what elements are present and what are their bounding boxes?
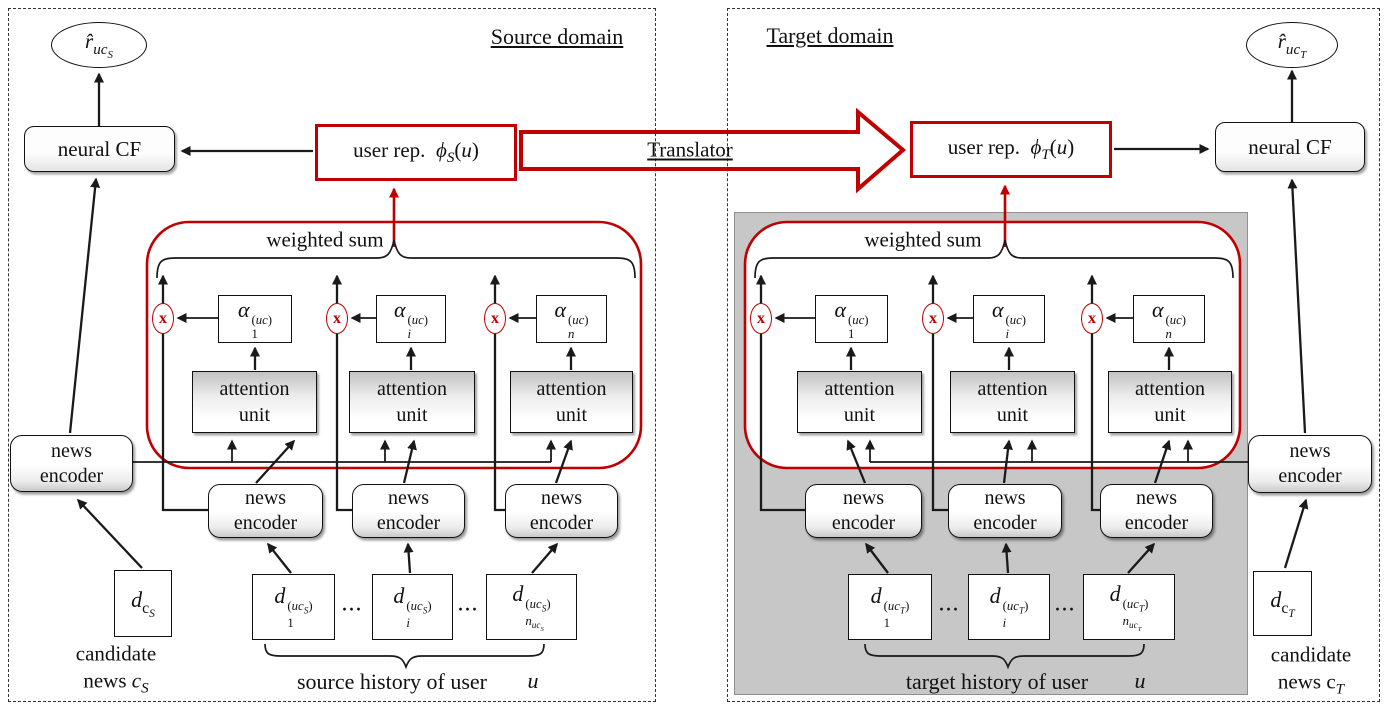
target-history-label: target history of user [905, 669, 1089, 694]
source-weighted-sum-label: weighted sum [266, 227, 384, 252]
target-multiply-icon-3: x [1081, 303, 1103, 334]
source-history-item-1: d(ucS)1 [252, 574, 335, 640]
target-alpha-box-1: α(uc)1 [815, 295, 888, 343]
source-history-user: u [527, 668, 539, 693]
target-neural-cf-box: neural CF [1215, 122, 1365, 172]
source-history-item-n: d(ucS)nucS [486, 574, 577, 640]
target-weighted-sum-label: weighted sum [864, 227, 982, 252]
source-user-rep-label: user rep. ϕS(u) [353, 137, 479, 167]
source-panel-frame [8, 8, 656, 702]
target-weighted-sum-brace [754, 239, 1234, 279]
target-output-ellipse: r̂ucT [1246, 22, 1338, 68]
target-alpha-box-3: α(uc)n [1133, 295, 1205, 343]
source-multiply-icon-3: x [484, 303, 506, 334]
target-panel-frame [727, 8, 1380, 702]
source-multiply-icon-2: x [326, 303, 348, 334]
target-history-item-2: d(ucT)i [968, 574, 1050, 640]
target-history-item-1: d(ucT)1 [848, 574, 932, 640]
target-history-item-n: d(ucT)nucT [1083, 574, 1175, 640]
target-multiply-icon-2: x [922, 303, 944, 334]
source-dots-1: ... [341, 590, 363, 617]
source-history-brace [264, 643, 545, 670]
source-history-item-2: d(ucS)i [372, 574, 453, 640]
target-history-brace [864, 643, 1145, 670]
source-user-rep-box: user rep. ϕS(u) [315, 124, 517, 181]
source-weighted-sum-brace [156, 239, 636, 279]
target-output-label: r̂ucT [1277, 29, 1307, 61]
target-candidate-d-box: dcT [1253, 571, 1312, 636]
target-multiply-icon-1: x [750, 303, 772, 334]
target-neural-cf-label: neural CF [1248, 134, 1332, 159]
target-user-rep-box: user rep. ϕT(u) [910, 121, 1112, 178]
source-alpha-box-3: α(uc)n [536, 295, 607, 343]
source-history-label: source history of user [296, 669, 488, 694]
source-output-label: r̂ucS [85, 29, 113, 61]
translator-arrow [519, 107, 907, 194]
source-alpha-box-2: α(uc)i [376, 295, 446, 343]
target-dots-1: ... [938, 590, 960, 617]
target-dots-2: ... [1054, 590, 1076, 617]
target-alpha-box-2: α(uc)i [973, 295, 1045, 343]
source-connectors [68, 72, 636, 670]
source-domain-title: Source domain [490, 24, 624, 49]
source-neural-cf-label: neural CF [57, 136, 142, 161]
source-alpha-box-1: α(uc)1 [218, 295, 292, 343]
source-candidate-d-box: dcS [114, 570, 172, 637]
source-multiply-icon-1: x [152, 303, 174, 334]
source-neural-cf-box: neural CF [24, 126, 175, 172]
target-domain-title: Target domain [766, 23, 894, 48]
source-output-ellipse: r̂ucS [51, 22, 147, 68]
target-history-user: u [1134, 668, 1146, 693]
source-dots-2: ... [457, 590, 479, 617]
translator-label: Translator [647, 137, 733, 162]
target-connectors [754, 69, 1309, 670]
target-user-rep-label: user rep. ϕT(u) [947, 134, 1075, 164]
